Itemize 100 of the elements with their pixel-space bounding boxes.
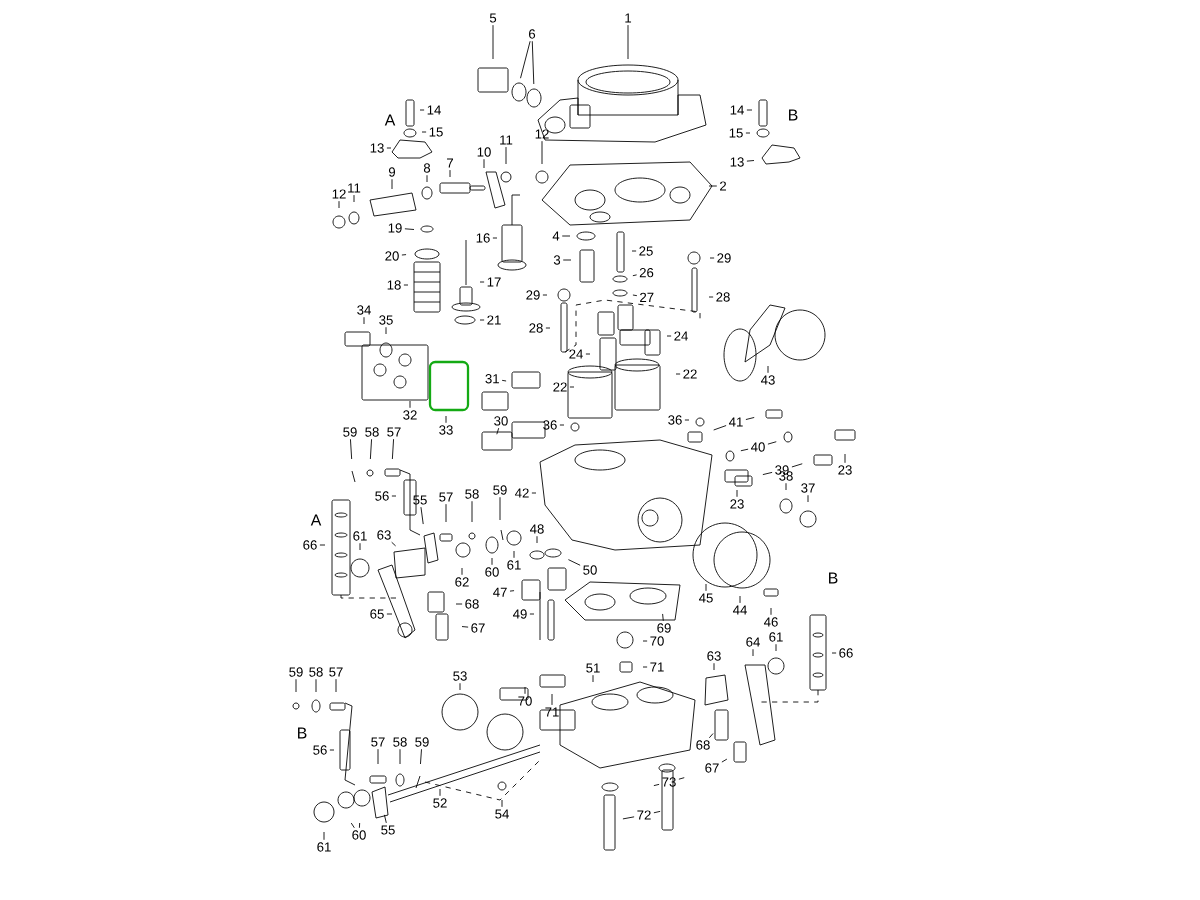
leader-line [785,482,787,491]
callout-number: 63 [707,651,721,661]
leader-line [713,425,727,431]
leader-line [708,733,714,739]
view-letter: B [789,109,798,121]
leader-line [492,237,498,239]
callout-number: 35 [379,315,393,325]
leader-line [551,693,553,706]
callout-number: 64 [746,637,760,647]
leader-line [767,365,769,374]
callout-number: 23 [838,465,852,475]
callout-number: 2 [720,181,726,191]
callout-number: 60 [352,830,366,840]
leader-line [505,146,507,165]
leader-line [569,386,575,388]
callout-number: 25 [639,246,653,256]
callout-number: 24 [569,349,583,359]
callout-number: 3 [553,255,561,265]
leader-line [632,294,638,297]
callout-number: 29 [717,253,731,263]
leader-line [531,40,535,85]
leader-line [559,424,565,426]
callout-number: 68 [465,599,479,609]
callout-number: 61 [353,531,367,541]
callout-number: 61 [317,842,331,852]
view-letter: A [384,114,396,126]
leader-line [831,652,837,654]
leader-line [419,109,425,111]
callout-number: 67 [471,623,485,633]
leader-line [721,758,728,763]
leader-line [708,296,714,298]
callout-number: 37 [801,483,815,493]
leader-line [319,544,326,546]
callout-number: 16 [476,233,490,243]
leader-line [513,550,515,559]
callout-number: 13 [370,143,384,153]
leader-line [323,831,325,841]
callout-number: 19 [388,223,402,233]
leader-line [642,666,648,668]
leader-line [459,682,461,691]
callout-number: 47 [493,587,507,597]
leader-line [501,799,503,808]
leader-line [399,748,401,765]
leader-line [762,471,773,476]
callout-number: 36 [668,415,682,425]
leader-line [426,174,428,183]
leader-line [684,419,690,421]
callout-number: 1 [625,13,632,23]
leader-line [791,463,803,468]
callout-number: 45 [699,593,713,603]
leader-line [353,194,355,203]
leader-line [627,24,629,60]
leader-line [391,178,393,190]
callout-number: 66 [839,648,853,658]
leader-line [662,613,664,622]
callout-number: 50 [583,565,597,575]
callout-number: 73 [662,777,676,787]
leader-line [770,607,772,616]
callout-number: 58 [365,427,379,437]
leader-line [386,147,392,149]
callout-number: 6 [529,29,536,39]
callout-number: 55 [381,825,395,835]
callout-number: 27 [640,292,654,302]
callout-number: 33 [439,425,453,435]
callout-number: 34 [357,305,371,315]
leader-line [745,132,751,134]
callout-number: 61 [769,632,783,642]
callout-number: 60 [485,567,499,577]
leader-line [401,254,407,256]
callout-number: 29 [526,290,540,300]
callout-number: 11 [500,135,513,145]
callout-number: 14 [427,105,441,115]
callout-number: 30 [494,416,508,426]
leader-line [377,748,379,765]
leader-line [350,438,353,460]
leader-line [391,438,394,460]
leader-line [585,353,591,355]
leader-line [404,228,415,230]
callout-number: 42 [515,488,529,498]
leader-line [295,678,297,693]
leader-line [666,335,672,337]
callout-number: 41 [729,417,743,427]
leader-line [767,441,777,445]
leader-line [745,417,755,420]
callout-number: 23 [730,499,744,509]
callout-number: 43 [761,375,775,385]
leader-line [653,783,660,787]
callout-number: 24 [674,331,688,341]
leader-line [542,294,548,296]
callout-number: 12 [332,189,346,199]
view-letter: B [829,572,838,584]
leader-line [705,583,707,592]
callout-number: 53 [453,671,467,681]
leader-line [740,448,749,452]
leader-line [592,674,594,683]
leader-line [492,24,494,60]
callout-number: 22 [553,382,567,392]
callout-number: 13 [730,157,744,167]
callout-number: 9 [388,167,396,177]
callout-number: 15 [429,127,443,137]
